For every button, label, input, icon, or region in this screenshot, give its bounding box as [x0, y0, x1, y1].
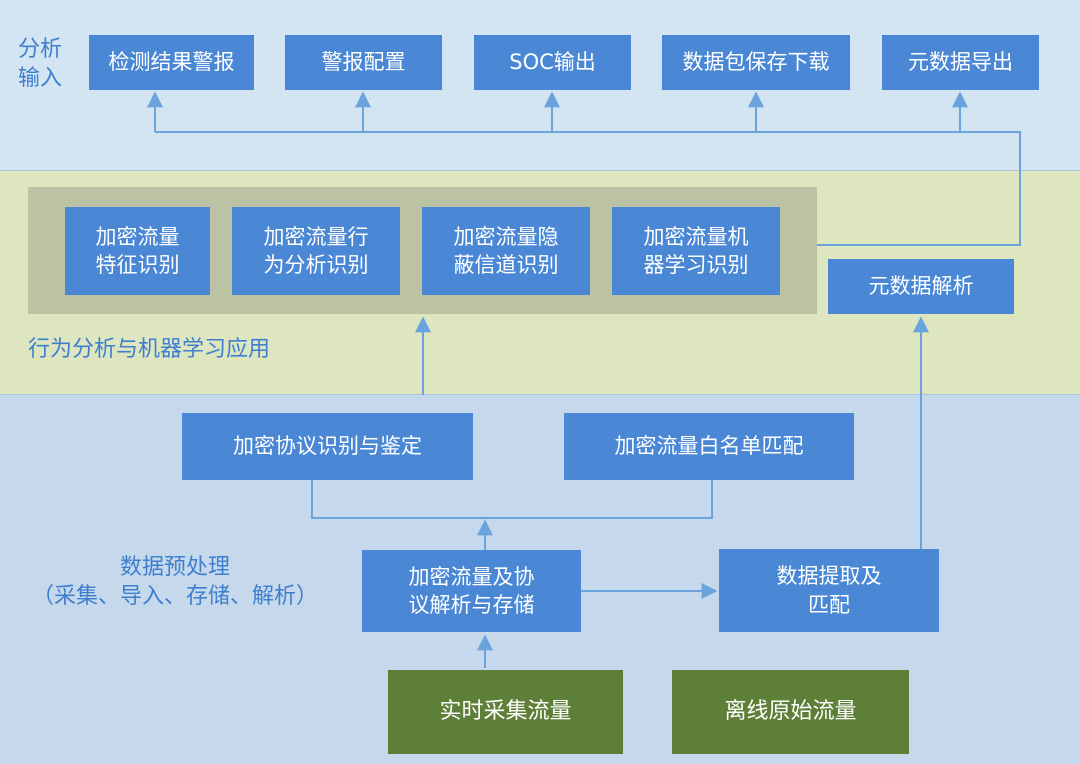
protocol-id-box: 加密协议识别与鉴定 — [182, 413, 473, 480]
metadata-parse-box: 元数据解析 — [828, 259, 1014, 314]
pcap-download-box: 数据包保存下载 — [662, 35, 850, 90]
feature-id-box: 加密流量 特征识别 — [65, 207, 210, 295]
preprocess-layer-label: 数据预处理 （采集、导入、存储、解析） — [31, 555, 318, 609]
detect-alert-box: 检测结果警报 — [89, 35, 254, 90]
offline-traffic-box: 离线原始流量 — [672, 670, 909, 754]
output-layer-label: 分析 输入 — [18, 37, 63, 91]
metadata-export-box: 元数据导出 — [882, 35, 1039, 90]
covert-channel-id-box: 加密流量隐 蔽信道识别 — [422, 207, 590, 295]
soc-output-box: SOC输出 — [474, 35, 631, 90]
whitelist-match-box: 加密流量白名单匹配 — [564, 413, 854, 480]
ml-id-box: 加密流量机 器学习识别 — [612, 207, 780, 295]
bracket-line — [311, 480, 713, 519]
parse-store-box: 加密流量及协 议解析与存储 — [362, 550, 581, 632]
extract-match-box: 数据提取及 匹配 — [719, 549, 939, 632]
ml-layer-label: 行为分析与机器学习应用 — [28, 337, 271, 362]
alert-config-box: 警报配置 — [285, 35, 442, 90]
realtime-traffic-box: 实时采集流量 — [388, 670, 623, 754]
output-bus-line — [155, 131, 1021, 246]
behavior-id-box: 加密流量行 为分析识别 — [232, 207, 400, 295]
